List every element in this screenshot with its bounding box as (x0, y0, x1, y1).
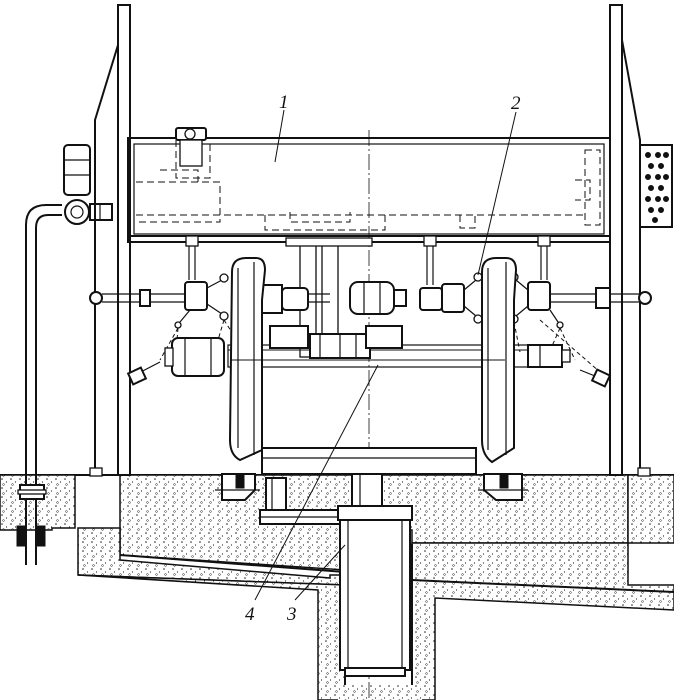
supply-pipe (16, 144, 113, 565)
callout-2: 2 (511, 93, 521, 114)
callout-4: 4 (245, 604, 255, 625)
callout-3: 3 (286, 604, 297, 625)
spray-assemblies (89, 272, 652, 388)
callouts: 1 2 3 4 (245, 92, 521, 625)
lift-platform (215, 447, 528, 677)
callout-1: 1 (279, 92, 289, 113)
wheelset (164, 257, 571, 464)
nameplate-holes (645, 152, 669, 223)
frame (89, 4, 673, 477)
